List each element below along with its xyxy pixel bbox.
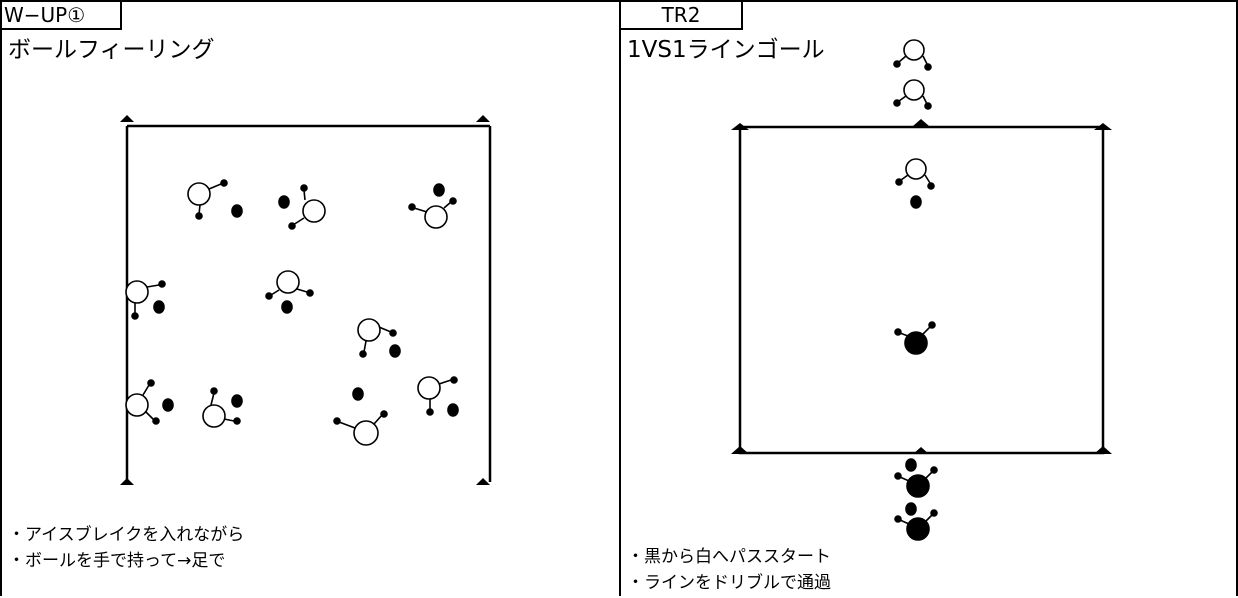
left-field-boundary — [125, 124, 492, 482]
white-player-icon — [893, 39, 932, 71]
cone-marker — [731, 123, 749, 130]
white-player-icon — [202, 387, 243, 428]
black-player-icon — [894, 321, 936, 355]
white-player-icon — [417, 376, 459, 417]
cone-marker — [476, 115, 490, 122]
note-line: ・黒から白へパススタート — [627, 547, 831, 567]
white-player-icon — [357, 318, 401, 358]
left-field-diagram — [120, 115, 492, 485]
white-player-icon — [895, 158, 935, 209]
white-player-icon — [893, 79, 932, 110]
left-field-corner-cones — [120, 115, 490, 485]
right-notes: ・黒から白へパススタート ・ラインをドリブルで通過 — [627, 544, 831, 596]
white-player-icon — [125, 280, 166, 320]
left-players — [125, 179, 459, 446]
white-player-icon — [125, 379, 174, 425]
right-panel: TR2 1VS1ラインゴール ・黒から白へパススタート ・ラインをドリブルで通過 — [619, 0, 1238, 596]
left-tab-label: W−UP① — [2, 2, 122, 30]
cone-marker — [1094, 446, 1112, 454]
cone-marker — [1094, 123, 1112, 130]
black-player-icon — [894, 502, 938, 541]
cone-marker — [913, 119, 929, 126]
white-player-icon — [408, 183, 457, 229]
left-notes: ・アイスブレイクを入れながら ・ボールを手で持って→足で — [8, 522, 244, 574]
right-field-cones — [731, 119, 1112, 454]
note-line: ・ボールを手で持って→足で — [8, 551, 226, 571]
white-player-icon — [333, 387, 388, 446]
black-player-icon — [894, 458, 938, 498]
white-player-icon — [187, 179, 243, 220]
cone-marker — [731, 446, 749, 454]
cone-marker — [120, 478, 134, 485]
cone-marker — [120, 115, 134, 122]
white-player-icon — [265, 270, 314, 314]
white-player-icon — [278, 184, 326, 230]
right-drill-title: 1VS1ラインゴール — [627, 37, 825, 63]
left-drill-title: ボールフィーリング — [8, 37, 215, 63]
cone-marker — [476, 478, 490, 485]
cone-marker — [913, 447, 929, 454]
right-tab-label: TR2 — [621, 2, 743, 30]
right-black-players — [894, 321, 938, 541]
note-line: ・アイスブレイクを入れながら — [8, 525, 245, 545]
left-panel: W−UP① ボールフィーリング ・アイスブレイクを入れながら ・ — [0, 0, 619, 596]
right-field-diagram — [731, 39, 1112, 541]
right-players — [893, 39, 935, 209]
note-line: ・ラインをドリブルで通過 — [627, 573, 831, 593]
